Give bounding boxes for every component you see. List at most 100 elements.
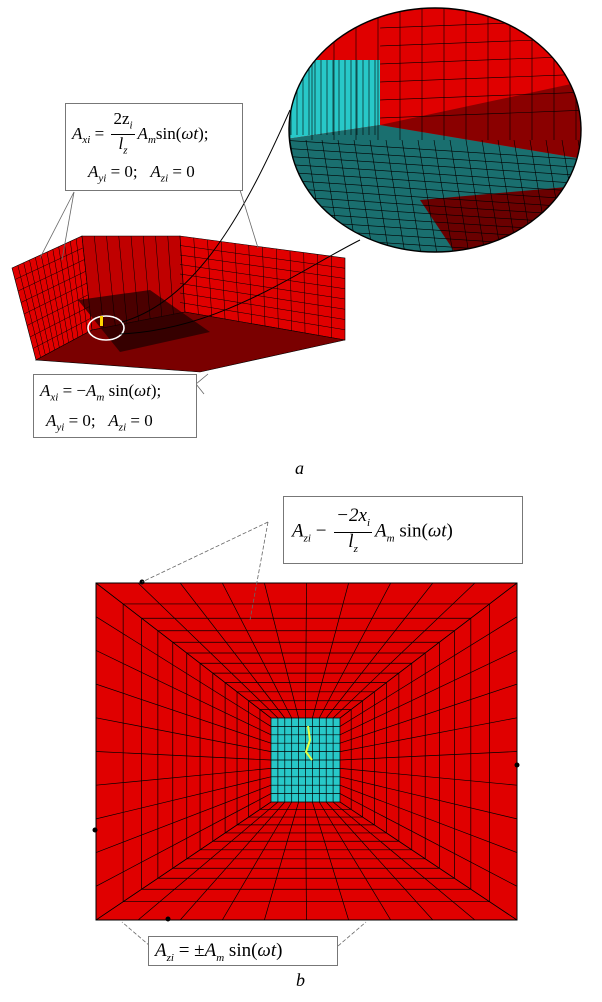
eq-value: = 0	[126, 411, 153, 430]
mesh-line	[221, 241, 226, 320]
eq-subscript: zi	[166, 951, 174, 964]
mesh-line	[305, 583, 307, 719]
mesh-line	[332, 801, 476, 920]
mesh-line	[379, 109, 581, 119]
mesh-line	[339, 768, 517, 786]
mesh-line	[417, 139, 439, 252]
mesh-line	[325, 801, 434, 920]
mesh-line	[289, 155, 581, 177]
eq-operator: = ±	[173, 940, 205, 961]
frac-numerator-sub: i	[366, 516, 370, 529]
mesh-line	[20, 271, 86, 303]
mesh-line	[369, 139, 391, 252]
axis-marker-a	[100, 316, 103, 326]
eq-func: sin(	[224, 940, 258, 961]
eq-operator: −	[310, 520, 332, 542]
mesh-line	[339, 776, 517, 820]
eq-subscript: xi	[82, 134, 91, 147]
eq-subscript: m	[386, 532, 395, 545]
panel-a-eq-bottom-line2: Ayi = 0; Azi = 0	[46, 411, 153, 433]
eq-func: sin(	[155, 123, 182, 143]
eq-subscript: zi	[303, 532, 311, 545]
eq-symbol: A	[108, 411, 119, 430]
mesh-line	[325, 583, 434, 719]
mesh-line	[289, 139, 581, 161]
frac-numerator-sub: i	[129, 119, 133, 132]
frac-denominator: l	[118, 134, 124, 154]
mesh-line	[339, 683, 517, 744]
mesh-line	[339, 717, 517, 752]
panel-a-leaders	[39, 189, 259, 395]
mesh-line	[339, 801, 517, 920]
eq-symbol: A	[86, 381, 97, 400]
eq-subscript: yi	[98, 172, 107, 185]
mesh-line	[289, 147, 581, 169]
panel-b-eq-bottom-line: Azi = ±Am sin(ωt)	[155, 940, 282, 964]
eq-func: sin(	[394, 520, 428, 542]
mesh-line	[339, 583, 517, 719]
mesh-line	[449, 139, 471, 252]
mesh-line	[26, 294, 89, 326]
panel-a-box-mesh	[11, 235, 346, 373]
eq-symbol: A	[137, 123, 148, 143]
eq-arg: ωt	[257, 940, 277, 961]
mesh-line	[305, 801, 307, 920]
zoom-connector-upper	[121, 109, 291, 323]
mesh-line	[14, 247, 84, 280]
eq-symbol: A	[88, 162, 99, 181]
mesh-line	[167, 235, 174, 315]
eq-end: );	[150, 381, 162, 400]
mesh-line	[29, 306, 90, 338]
mesh-line	[264, 801, 299, 920]
mesh-line	[96, 616, 272, 727]
eq-subscript: yi	[56, 421, 65, 434]
zoom-connector-lower	[119, 239, 361, 335]
node-dot-4	[165, 916, 171, 922]
frac-numerator: 2z	[113, 109, 130, 128]
mesh-line	[401, 139, 423, 252]
mesh-line	[96, 768, 272, 786]
zoom-circle-outline	[288, 7, 582, 253]
mesh-line	[207, 239, 212, 317]
mesh-line	[289, 163, 581, 185]
mesh-line	[137, 801, 279, 920]
mesh-line	[130, 235, 139, 322]
mesh-line	[289, 187, 581, 209]
panel-a-eq-top-line2: Ayi = 0; Azi = 0	[88, 162, 195, 184]
mesh-line	[94, 235, 104, 328]
frac-denominator: l	[348, 530, 354, 552]
panel-b-leaders	[121, 521, 367, 947]
mesh-line	[96, 776, 272, 820]
mesh-line	[221, 801, 293, 920]
mesh-line	[339, 784, 517, 853]
mesh-line	[96, 717, 272, 752]
eq-subscript: m	[96, 391, 105, 404]
mesh-line	[96, 583, 272, 719]
panel-a-zoom-circle	[87, 7, 582, 341]
mesh-line	[179, 245, 346, 269]
mesh-line	[264, 583, 299, 719]
eq-func: sin(	[104, 381, 135, 400]
mesh-line	[179, 283, 346, 310]
mesh-line	[319, 801, 391, 920]
eq-symbol: A	[46, 411, 57, 430]
eq-symbol: A	[292, 520, 304, 542]
box-interior-shadow	[78, 290, 210, 352]
eq-subscript: zi	[160, 172, 169, 185]
mesh-line	[339, 616, 517, 727]
mesh-line	[118, 235, 128, 324]
eq-value: = 0	[168, 162, 195, 181]
eq-subscript: m	[147, 134, 156, 147]
mesh-line	[318, 583, 392, 719]
eq-end: )	[446, 520, 453, 542]
panel-b-eq-bottom-box: Azi = ±Am sin(ωt)	[148, 936, 338, 966]
eq-subscript: zi	[118, 421, 127, 434]
mesh-line	[96, 751, 272, 761]
mesh-line	[289, 179, 581, 201]
mesh-line	[339, 650, 517, 736]
